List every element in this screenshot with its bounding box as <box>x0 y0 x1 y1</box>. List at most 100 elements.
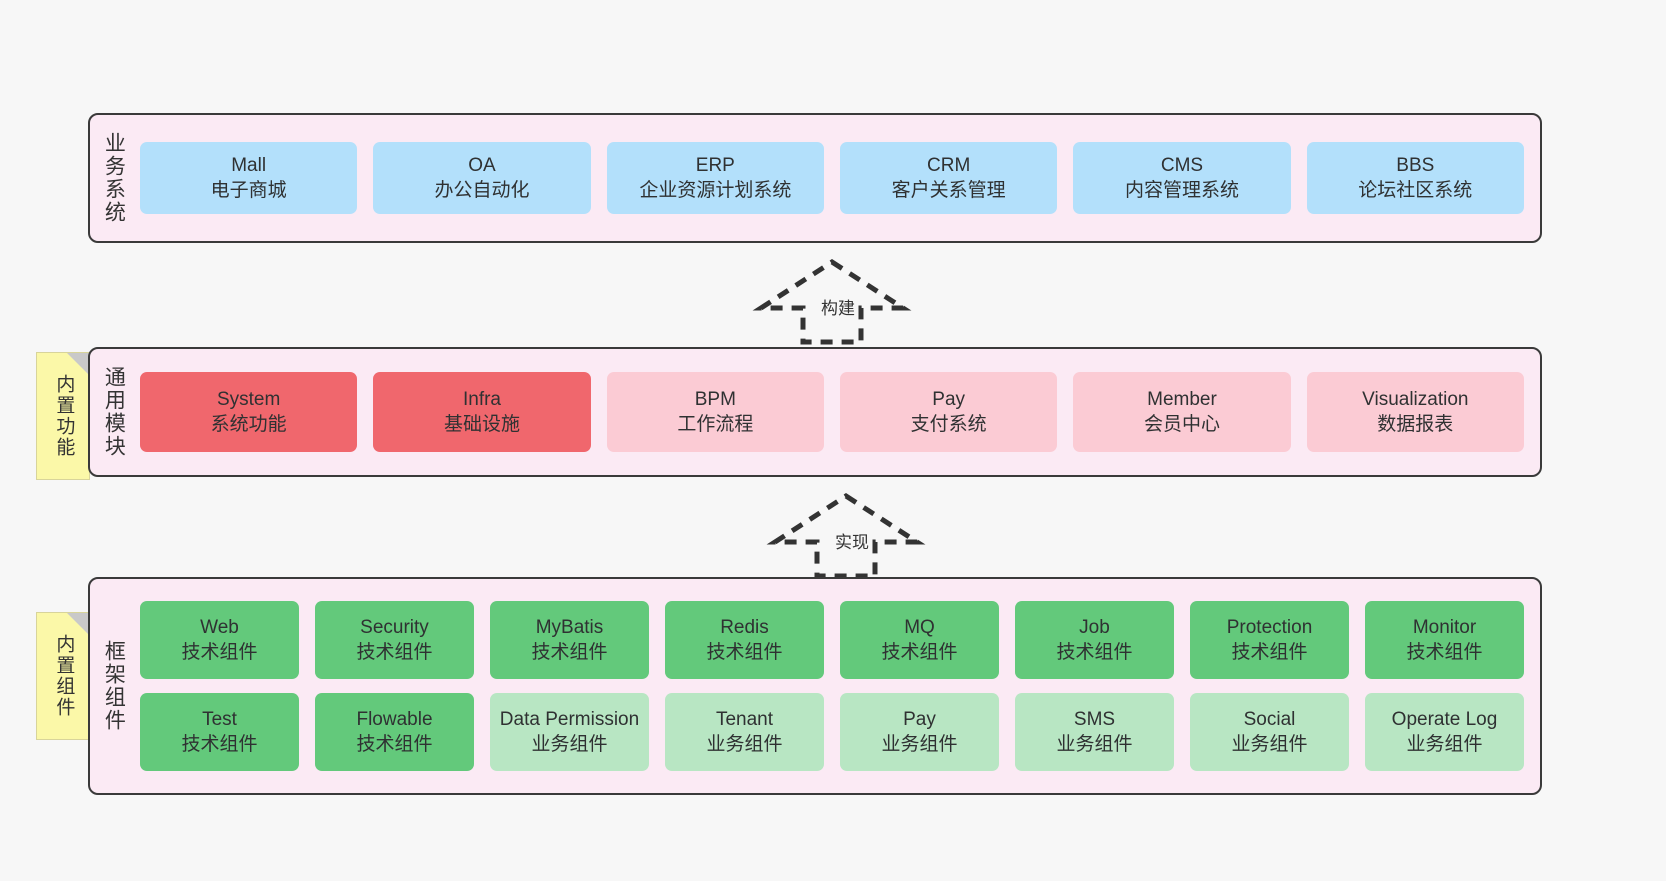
node-title-cn: 技术组件 <box>1056 642 1133 663</box>
layer-framework-components: 框架组件 Web 技术组件 Security 技术组件 MyBatis 技术组件… <box>88 577 1542 795</box>
node-title-cn: 技术组件 <box>356 642 433 663</box>
node-visualization[interactable]: Visualization 数据报表 <box>1306 372 1524 452</box>
node-monitor[interactable]: Monitor 技术组件 <box>1365 601 1524 679</box>
layer-body-common: System 系统功能 Infra 基础设施 BPM 工作流程 Pay 支付系统… <box>136 349 1540 475</box>
node-job[interactable]: Job 技术组件 <box>1015 601 1174 679</box>
note-builtin-components: 内置组件 <box>36 612 90 740</box>
node-mq[interactable]: MQ 技术组件 <box>840 601 999 679</box>
node-row: System 系统功能 Infra 基础设施 BPM 工作流程 Pay 支付系统… <box>140 372 1524 452</box>
node-title-cn: 数据报表 <box>1377 414 1454 435</box>
node-title-en: Monitor <box>1412 616 1477 638</box>
node-title-cn: 业务组件 <box>881 734 958 755</box>
node-row: Test 技术组件 Flowable 技术组件 Data Permission … <box>140 693 1524 771</box>
node-title-cn: 基础设施 <box>443 414 520 435</box>
node-cms[interactable]: CMS 内容管理系统 <box>1073 142 1291 214</box>
node-title-en: MQ <box>904 616 935 638</box>
node-title-en: Protection <box>1226 616 1313 638</box>
node-title-cn: 内容管理系统 <box>1124 180 1239 201</box>
node-title-cn: 技术组件 <box>181 734 258 755</box>
node-title-cn: 办公自动化 <box>434 180 530 201</box>
node-pay[interactable]: Pay 支付系统 <box>839 372 1058 452</box>
node-data-permission[interactable]: Data Permission 业务组件 <box>490 693 649 771</box>
node-erp[interactable]: ERP 企业资源计划系统 <box>606 142 824 214</box>
node-title-en: Infra <box>462 388 501 410</box>
node-title-en: Pay <box>903 708 936 730</box>
node-social[interactable]: Social 业务组件 <box>1190 693 1349 771</box>
node-title-en: Data Permission <box>499 708 640 730</box>
node-title-cn: 工作流程 <box>677 414 754 435</box>
node-operate-log[interactable]: Operate Log 业务组件 <box>1365 693 1524 771</box>
node-sms[interactable]: SMS 业务组件 <box>1015 693 1174 771</box>
node-title-cn: 技术组件 <box>181 642 258 663</box>
layer-business-systems: 业务系统 Mall 电子商城 OA 办公自动化 ERP 企业资源计划系统 CRM… <box>88 113 1542 243</box>
node-oa[interactable]: OA 办公自动化 <box>373 142 591 214</box>
arrow-build-label: 构建 <box>819 294 857 319</box>
node-title-en: System <box>216 388 281 410</box>
node-bbs[interactable]: BBS 论坛社区系统 <box>1306 142 1524 214</box>
node-system[interactable]: System 系统功能 <box>140 372 358 452</box>
node-bpm[interactable]: BPM 工作流程 <box>606 372 824 452</box>
node-infra[interactable]: Infra 基础设施 <box>373 372 591 452</box>
node-title-en: Redis <box>720 616 769 638</box>
node-title-cn: 业务组件 <box>1231 734 1308 755</box>
node-title-cn: 会员中心 <box>1143 414 1220 435</box>
node-title-cn: 技术组件 <box>531 642 608 663</box>
arrow-build: 构建 <box>752 258 912 345</box>
node-title-en: BBS <box>1396 154 1435 176</box>
node-member[interactable]: Member 会员中心 <box>1073 372 1291 452</box>
node-title-en: CRM <box>927 154 971 176</box>
node-pay-component[interactable]: Pay 业务组件 <box>840 693 999 771</box>
node-title-en: SMS <box>1073 708 1116 730</box>
node-title-cn: 业务组件 <box>531 734 608 755</box>
node-title-en: CMS <box>1160 154 1204 176</box>
node-row: Mall 电子商城 OA 办公自动化 ERP 企业资源计划系统 CRM 客户关系… <box>140 142 1524 214</box>
node-title-en: BPM <box>694 388 736 410</box>
node-title-en: Test <box>202 708 237 730</box>
layer-common-modules: 通用模块 System 系统功能 Infra 基础设施 BPM 工作流程 Pay… <box>88 347 1542 477</box>
node-title-en: Tenant <box>715 708 774 730</box>
node-title-en: Visualization <box>1362 388 1469 410</box>
node-row: Web 技术组件 Security 技术组件 MyBatis 技术组件 Redi… <box>140 601 1524 679</box>
node-title-cn: 电子商城 <box>210 180 287 201</box>
node-title-cn: 技术组件 <box>356 734 433 755</box>
node-title-en: Social <box>1243 708 1296 730</box>
layer-body-business: Mall 电子商城 OA 办公自动化 ERP 企业资源计划系统 CRM 客户关系… <box>136 115 1540 241</box>
node-web[interactable]: Web 技术组件 <box>140 601 299 679</box>
node-crm[interactable]: CRM 客户关系管理 <box>839 142 1058 214</box>
layer-title-business: 业务系统 <box>102 132 126 224</box>
node-title-en: MyBatis <box>535 616 604 638</box>
node-title-cn: 技术组件 <box>706 642 783 663</box>
node-protection[interactable]: Protection 技术组件 <box>1190 601 1349 679</box>
node-title-en: Web <box>200 616 239 638</box>
node-title-cn: 技术组件 <box>881 642 958 663</box>
note-builtin-features: 内置功能 <box>36 352 90 480</box>
node-title-en: Operate Log <box>1391 708 1498 730</box>
node-mall[interactable]: Mall 电子商城 <box>140 142 358 214</box>
node-title-cn: 业务组件 <box>1406 734 1483 755</box>
node-security[interactable]: Security 技术组件 <box>315 601 474 679</box>
node-title-cn: 业务组件 <box>1056 734 1133 755</box>
layer-title-framework: 框架组件 <box>102 640 126 732</box>
layer-body-framework: Web 技术组件 Security 技术组件 MyBatis 技术组件 Redi… <box>136 579 1540 793</box>
node-title-en: Job <box>1079 616 1110 638</box>
arrow-implement: 实现 <box>766 492 926 579</box>
node-title-cn: 企业资源计划系统 <box>639 180 792 201</box>
node-title-en: Pay <box>932 388 966 410</box>
node-title-cn: 技术组件 <box>1406 642 1483 663</box>
node-title-cn: 论坛社区系统 <box>1358 180 1473 201</box>
node-flowable[interactable]: Flowable 技术组件 <box>315 693 474 771</box>
node-test[interactable]: Test 技术组件 <box>140 693 299 771</box>
node-mybatis[interactable]: MyBatis 技术组件 <box>490 601 649 679</box>
node-title-cn: 系统功能 <box>210 414 287 435</box>
arrow-implement-label: 实现 <box>833 528 871 553</box>
node-tenant[interactable]: Tenant 业务组件 <box>665 693 824 771</box>
node-title-en: OA <box>468 154 496 176</box>
node-redis[interactable]: Redis 技术组件 <box>665 601 824 679</box>
node-title-en: Security <box>360 616 429 638</box>
node-title-cn: 技术组件 <box>1231 642 1308 663</box>
node-title-en: Flowable <box>356 708 433 730</box>
layer-title-common: 通用模块 <box>102 366 126 458</box>
node-title-en: ERP <box>695 154 735 176</box>
node-title-cn: 客户关系管理 <box>891 180 1006 201</box>
